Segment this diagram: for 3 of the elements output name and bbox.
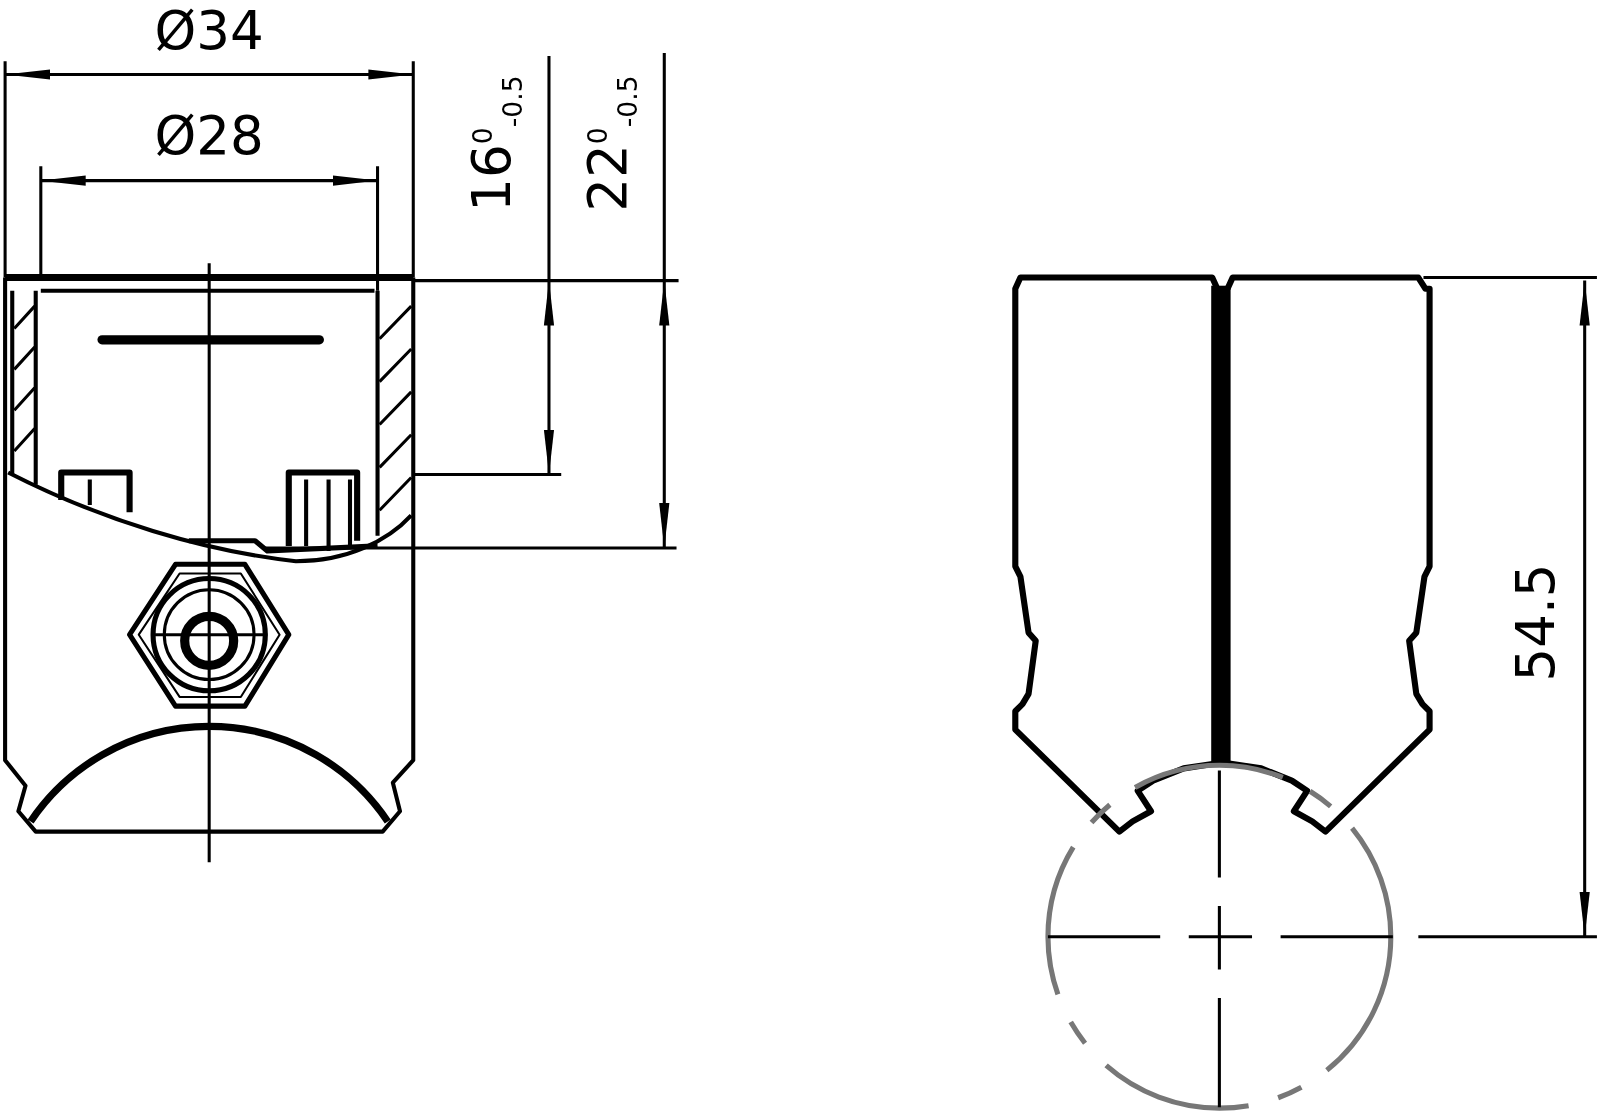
dimension-label: 54.5 [1509,563,1563,682]
dimension-label: Ø28 [154,109,264,163]
dimension-label: Ø34 [154,4,264,58]
